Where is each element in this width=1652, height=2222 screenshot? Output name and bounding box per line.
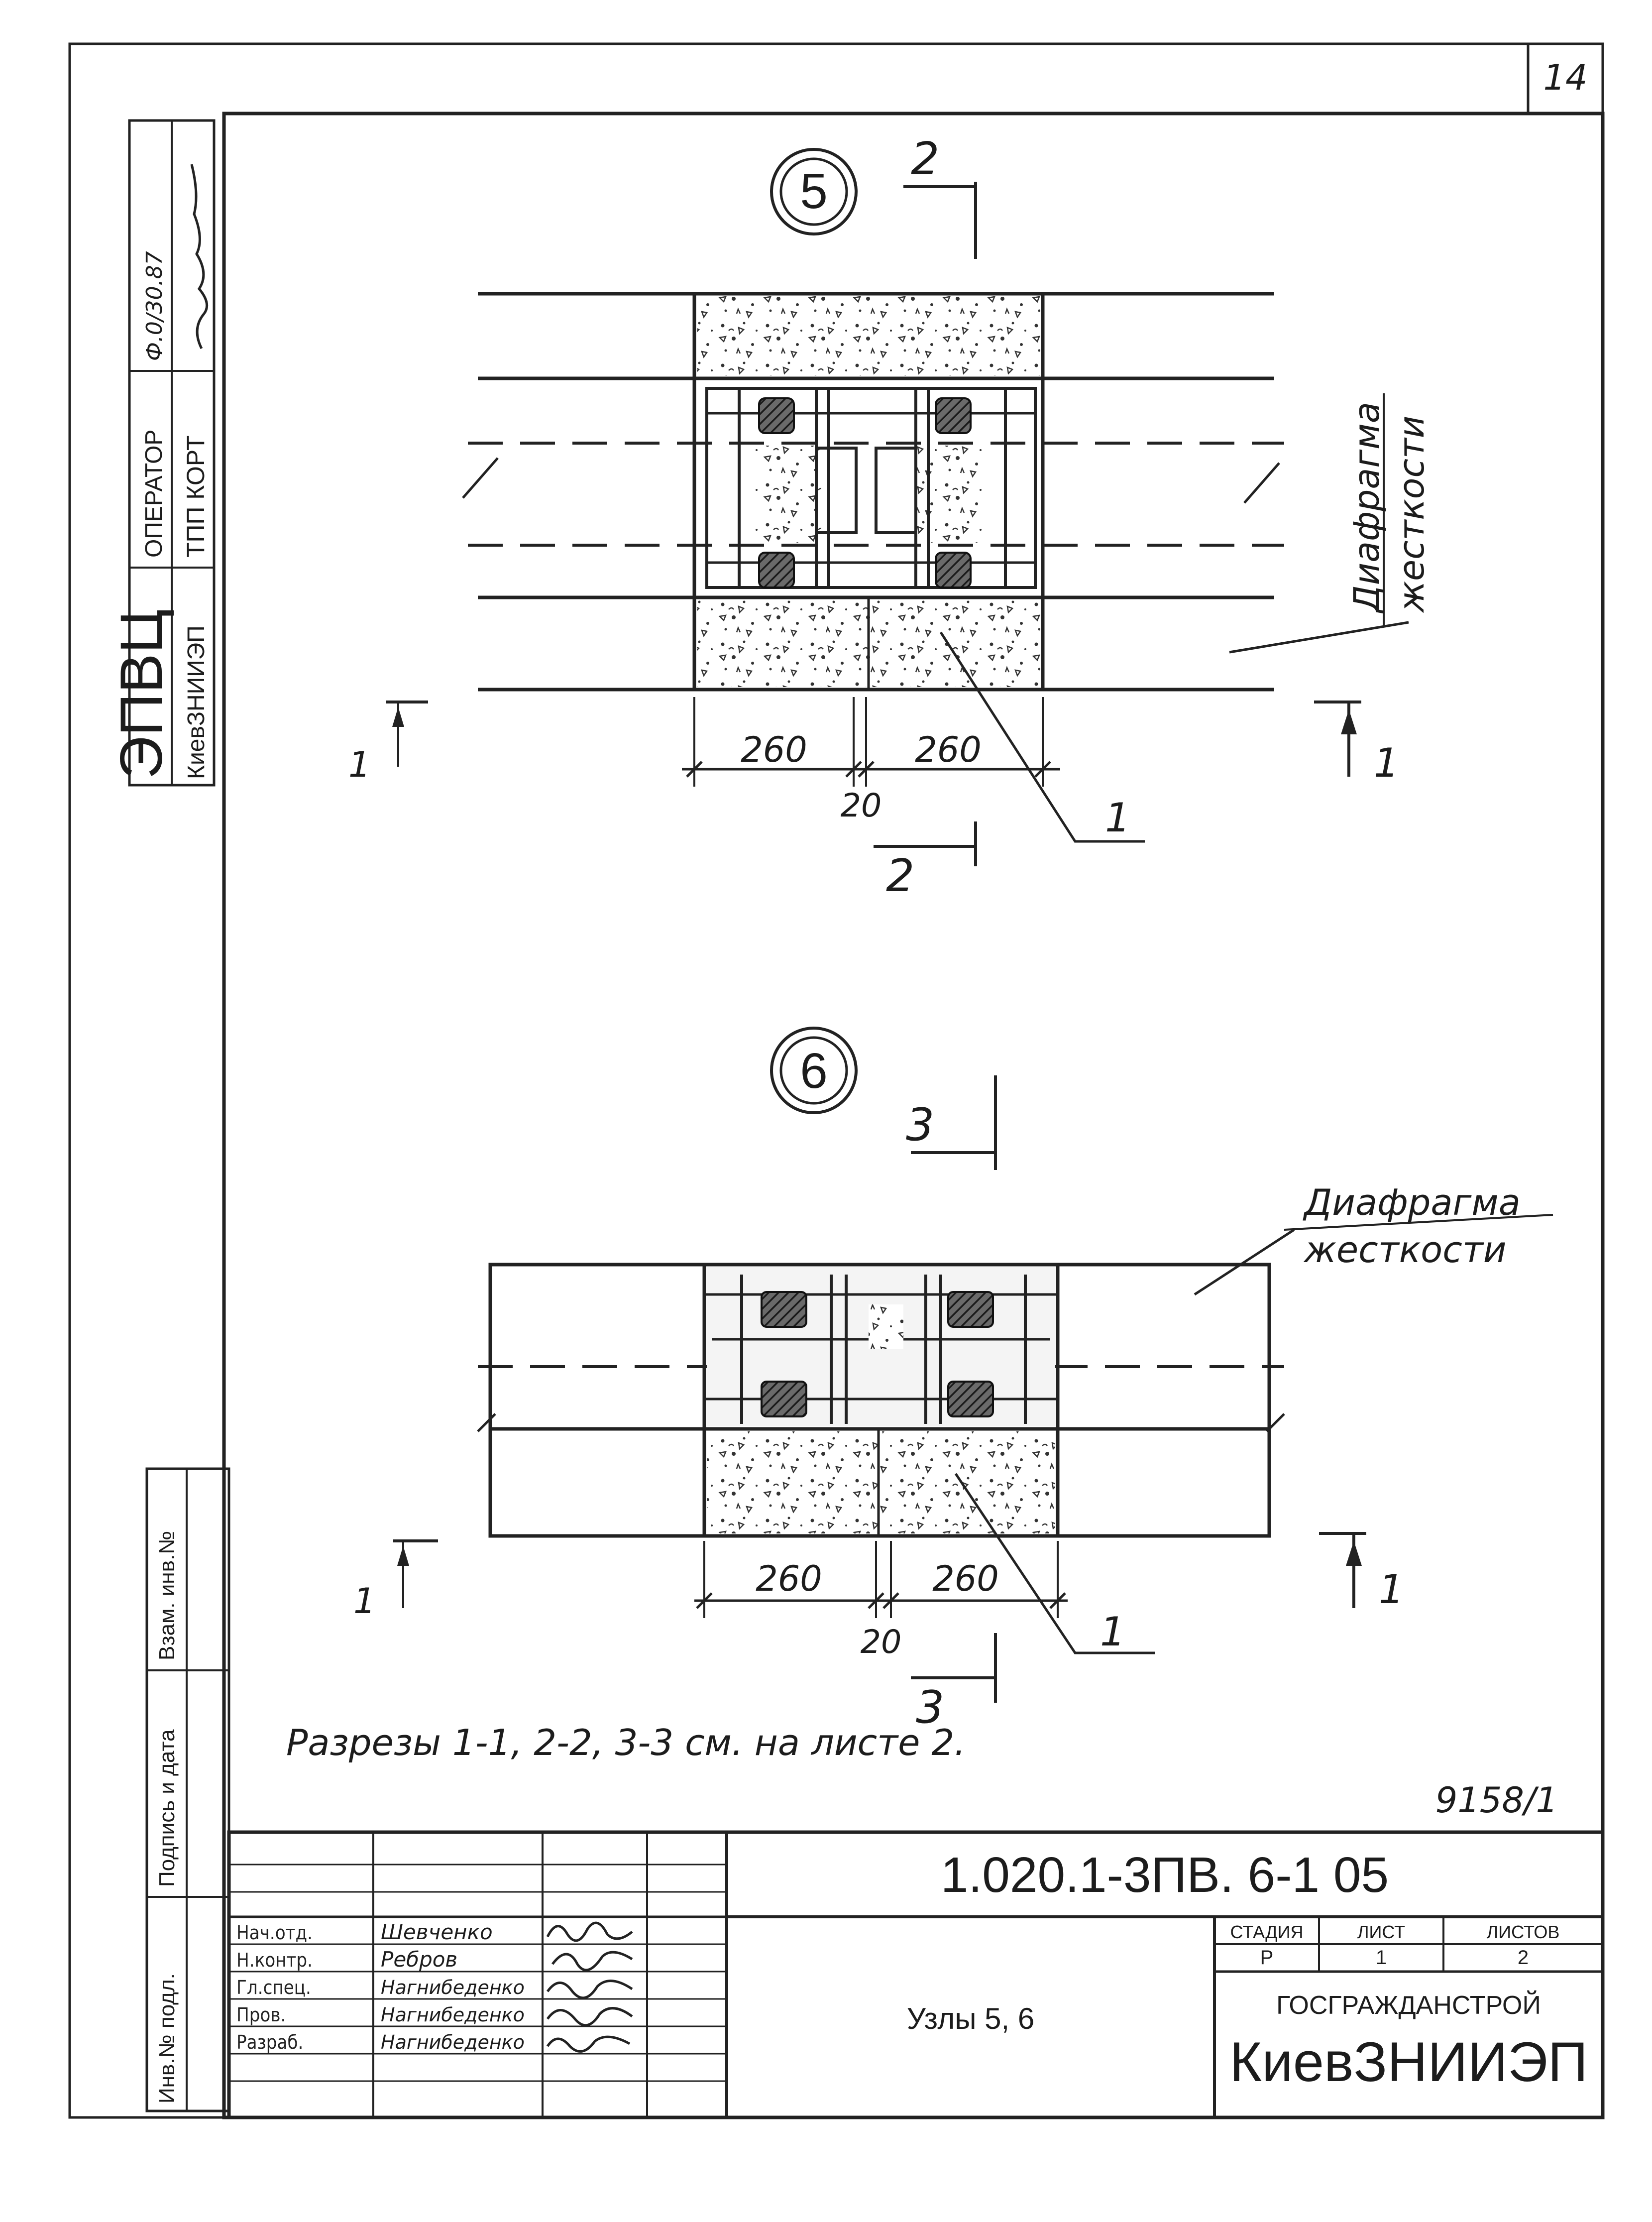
signature-1: [546, 1921, 633, 1942]
annotation-5-line1: Диафрагма: [1346, 402, 1387, 614]
stamp-signature-date: Подпись и дата: [155, 1729, 179, 1887]
org-institute: КиевЗНИИЭП: [1229, 2031, 1588, 2093]
section-3-bottom: 3: [916, 1681, 944, 1734]
name-1: Шевченко: [381, 1920, 493, 1944]
document-code: 1.020.1-3ПВ. 6-1 05: [941, 1847, 1389, 1903]
node-5-circle-outer: [770, 148, 858, 235]
annotation-5-line2: жесткости: [1391, 416, 1432, 613]
stamp-inv-original: Инв.№ подл.: [155, 1973, 179, 2104]
name-5: Нагнибеденко: [381, 2031, 525, 2053]
section-1-left-5: 1: [348, 744, 371, 785]
dim-5-gap: 20: [841, 787, 882, 824]
section-1-right-6: 1: [1379, 1566, 1404, 1613]
org-name: ГОСГРАЖДАНСТРОЙ: [1276, 1990, 1541, 2020]
signature-3: [546, 1980, 633, 1999]
page-number: 14: [1543, 57, 1587, 98]
stamp-operator-label: ОПЕРАТОР: [141, 430, 167, 558]
sheet-header: ЛИСТ: [1357, 1922, 1405, 1942]
stamp-operator-value: ТПП КОРТ: [182, 436, 210, 558]
callout-1-6: 1: [1100, 1609, 1125, 1655]
stamp-format: Ф.0/30.87: [142, 251, 167, 361]
node-6-circle-inner: [779, 1036, 848, 1105]
sheets-value: 2: [1518, 1947, 1529, 1969]
node-6-circle-outer: [770, 1027, 858, 1114]
section-2-bottom: 2: [886, 850, 914, 902]
stamp-logo: ЭПВЦ: [108, 609, 175, 779]
section-1-right-5: 1: [1374, 740, 1399, 786]
name-2: Ребров: [381, 1947, 457, 1972]
stage-value: Р: [1260, 1947, 1274, 1969]
callout-1-5: 1: [1105, 795, 1130, 841]
node-5-circle-inner: [779, 157, 848, 226]
signature-4: [546, 2007, 633, 2027]
annotation-6-line1: Диафрагма: [1303, 1181, 1521, 1223]
dim-5-left: 260: [741, 729, 807, 770]
stamp-replaced-inv: Взам. инв.№: [155, 1531, 179, 1660]
role-3: Гл.спец.: [236, 1977, 311, 1998]
title-block: Нач.отд. Шевченко Н.контр. Ребров Гл.спе…: [227, 1830, 1605, 2119]
signature-5: [546, 2035, 631, 2053]
name-3: Нагнибеденко: [381, 1977, 525, 1998]
side-stamp-top: ЭПВЦ КиевЗНИИЭП ОПЕРАТОР ТПП КОРТ Ф.0/30…: [108, 119, 216, 787]
drawing-title: Узлы 5, 6: [907, 2002, 1034, 2035]
detail-6: 6 3: [353, 1027, 1553, 1734]
side-stamp-bottom: Инв.№ подл. Подпись и дата Взам. инв.№: [145, 1467, 230, 2112]
stamp-signature: [190, 164, 209, 350]
sheets-header: ЛИСТОВ: [1487, 1922, 1560, 1942]
dim-6-left: 260: [756, 1558, 822, 1599]
annotation-6-line2: жесткости: [1303, 1229, 1507, 1271]
stamp-logo-org: КиевЗНИИЭП: [183, 625, 210, 779]
node-6-label: 6: [800, 1043, 828, 1099]
dim-6-gap: 20: [861, 1624, 902, 1661]
section-1-left-6: 1: [353, 1581, 376, 1622]
detail-5: 5 2: [348, 133, 1432, 902]
section-2-top: 2: [911, 133, 939, 185]
dim-6-right: 260: [932, 1558, 999, 1599]
role-5: Разраб.: [236, 2031, 303, 2053]
inventory-number: 9158/1: [1435, 1780, 1558, 1821]
name-4: Нагнибеденко: [381, 2004, 525, 2026]
section-3-top: 3: [906, 1099, 934, 1151]
role-2: Н.контр.: [236, 1949, 313, 1971]
signature-2: [551, 1951, 633, 1972]
sheet-value: 1: [1376, 1947, 1387, 1969]
stage-header: СТАДИЯ: [1230, 1922, 1303, 1942]
dim-5-right: 260: [915, 729, 982, 770]
sections-note: Разрезы 1-1, 2-2, 3-3 см. на листе 2.: [286, 1722, 966, 1763]
node-5-label: 5: [800, 163, 828, 219]
role-1: Нач.отд.: [236, 1922, 313, 1944]
role-4: Пров.: [236, 2004, 286, 2026]
